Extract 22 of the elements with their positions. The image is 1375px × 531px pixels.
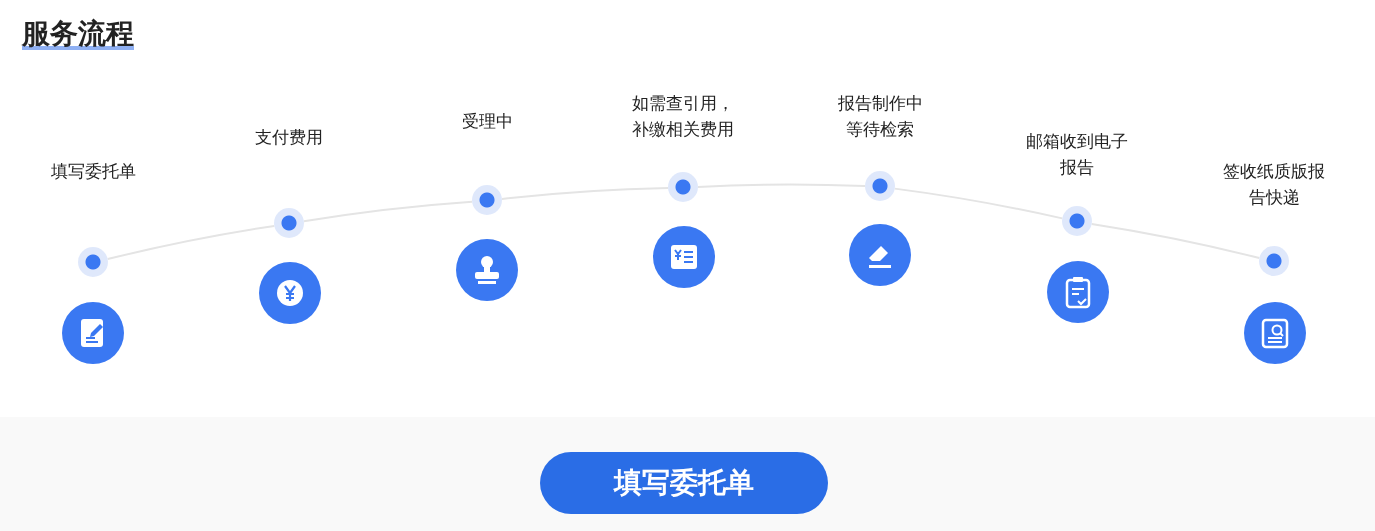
step-label: 支付费用 bbox=[254, 126, 324, 149]
fill-form-button: 填写委托单 bbox=[540, 452, 828, 514]
step-label: 邮箱收到电子报告 bbox=[1025, 130, 1129, 179]
step-label: 如需查引用，补缴相关费用 bbox=[631, 92, 735, 141]
timeline-arc bbox=[106, 224, 276, 261]
step-label: 受理中 bbox=[460, 110, 514, 133]
section-title: 服务流程 bbox=[22, 16, 134, 52]
step-label: 填写委托单 bbox=[49, 160, 137, 183]
timeline-dot bbox=[1259, 246, 1289, 276]
timeline-dot bbox=[274, 208, 304, 238]
timeline-dot bbox=[1062, 206, 1092, 236]
timeline-dot bbox=[865, 171, 895, 201]
step-label: 签收纸质版报告快递 bbox=[1222, 160, 1326, 209]
timeline-arc bbox=[697, 183, 866, 188]
timeline-arc bbox=[302, 200, 474, 223]
timeline-dot bbox=[668, 172, 698, 202]
timeline-arc bbox=[1090, 223, 1261, 259]
timeline-arc bbox=[500, 187, 670, 200]
step-label: 报告制作中等待检索 bbox=[837, 92, 923, 141]
timeline-arc bbox=[893, 187, 1064, 220]
timeline-dot bbox=[78, 247, 108, 277]
timeline-dot bbox=[472, 185, 502, 215]
